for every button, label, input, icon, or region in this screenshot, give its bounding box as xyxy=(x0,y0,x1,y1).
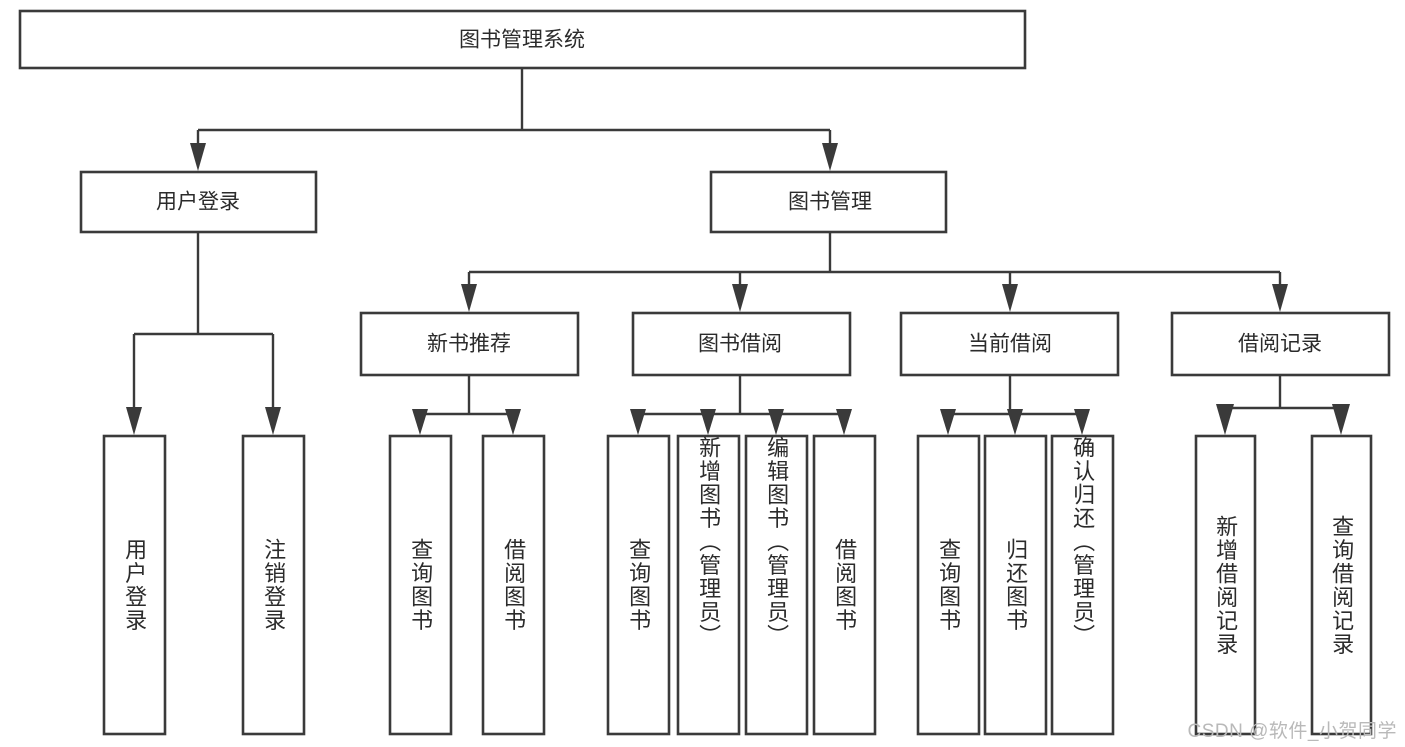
node-leaf-query-book-a[interactable] xyxy=(388,434,453,736)
arrow-head-icon xyxy=(630,409,646,435)
node-new-book-recommend[interactable] xyxy=(359,311,580,377)
arrow-head-icon xyxy=(190,143,206,171)
connector-group-userlogin xyxy=(126,232,281,435)
node-leaf-edit-book[interactable] xyxy=(744,434,809,736)
node-borrow-record[interactable] xyxy=(1170,311,1391,377)
node-new-book-recommend-label: 新书推荐 xyxy=(427,333,511,356)
arrow-head-icon xyxy=(265,407,281,435)
connector-group-bookmgmt xyxy=(461,232,1288,312)
node-book-management-label: 图书管理 xyxy=(788,191,872,214)
node-user-login[interactable] xyxy=(79,170,318,234)
arrow-head-icon xyxy=(461,284,477,312)
arrow-head-icon xyxy=(1002,284,1018,312)
watermark: CSDN @软件_小贺同学 xyxy=(1187,721,1397,742)
node-leaf-confirm-return[interactable] xyxy=(1050,434,1115,736)
arrow-head-icon xyxy=(412,409,428,435)
node-book-management[interactable] xyxy=(709,170,948,234)
arrow-head-icon xyxy=(126,407,142,435)
node-borrow-record-label: 借阅记录 xyxy=(1238,333,1322,356)
node-leaf-logout[interactable] xyxy=(241,434,306,736)
arrow-head-icon xyxy=(940,409,956,435)
node-leaf-user-login[interactable] xyxy=(102,434,167,736)
node-leaf-borrow-book-b[interactable] xyxy=(812,434,877,736)
arrow-head-icon xyxy=(732,284,748,312)
arrow-head-icon xyxy=(1332,404,1350,435)
arrow-head-icon xyxy=(505,409,521,435)
arrow-head-icon xyxy=(768,409,784,435)
node-book-borrow[interactable] xyxy=(631,311,852,377)
arrow-head-icon xyxy=(836,409,852,435)
node-leaf-query-book-c[interactable] xyxy=(916,434,981,736)
node-root-label: 图书管理系统 xyxy=(459,29,585,52)
node-leaf-add-record[interactable] xyxy=(1194,434,1257,736)
arrow-head-icon xyxy=(1216,404,1234,435)
node-user-login-label: 用户登录 xyxy=(156,191,240,214)
node-leaf-query-record[interactable] xyxy=(1310,434,1373,736)
arrow-head-icon xyxy=(1007,409,1023,435)
arrow-head-icon xyxy=(700,409,716,435)
connector-group-root xyxy=(190,68,838,171)
arrow-head-icon xyxy=(1272,284,1288,312)
arrow-head-icon xyxy=(822,143,838,171)
connector-group-borrow xyxy=(630,375,852,435)
node-book-borrow-label: 图书借阅 xyxy=(698,333,782,356)
node-current-borrow-label: 当前借阅 xyxy=(968,333,1052,356)
connector-group-record xyxy=(1216,375,1350,435)
connector-group-current xyxy=(940,375,1090,435)
node-root[interactable] xyxy=(18,9,1027,70)
node-leaf-return-book[interactable] xyxy=(983,434,1048,736)
connector-group-newbook xyxy=(412,375,521,435)
arrow-head-icon xyxy=(1074,409,1090,435)
node-leaf-add-book[interactable] xyxy=(676,434,741,736)
node-current-borrow[interactable] xyxy=(899,311,1120,377)
node-leaf-borrow-book-a[interactable] xyxy=(481,434,546,736)
node-leaf-query-book-b[interactable] xyxy=(606,434,671,736)
